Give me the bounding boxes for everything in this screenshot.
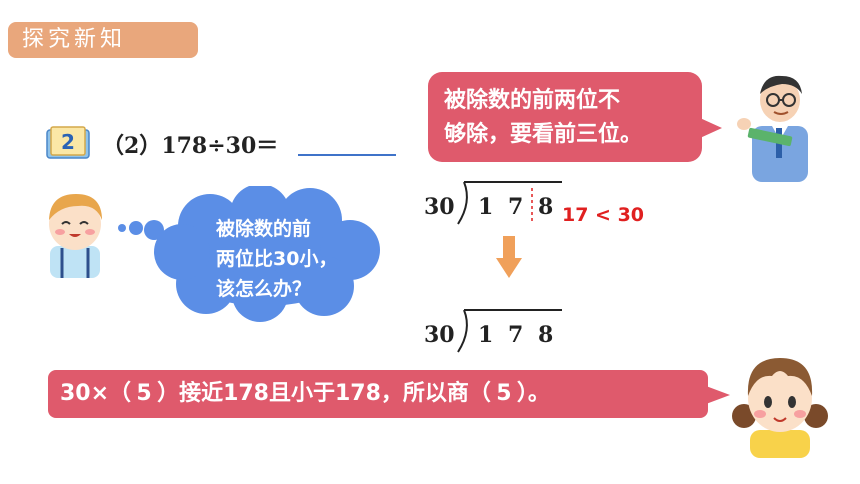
cloud-line3: 该怎么办？ (216, 278, 312, 300)
cloud-text: 被除数的前 两位比30小， 该怎么办？ (216, 214, 337, 304)
down-arrow-icon (496, 236, 522, 278)
division1-digit3: 8 (538, 194, 554, 220)
division2-bracket (457, 309, 562, 353)
division1-bracket (457, 181, 562, 225)
answer-blank-1[interactable]: 5 (136, 381, 152, 406)
division1-digit2: 7 (508, 194, 524, 220)
answer-blank-2[interactable]: 5 (496, 381, 512, 406)
question-text: （2）178÷30＝ (102, 128, 278, 160)
teacher-speech-bubble: 被除数的前两位不 够除，要看前三位。 (428, 72, 702, 162)
section-tag: 探究新知 (8, 22, 198, 58)
conclusion-bar: 30×（5）接近178且小于178，所以商（5）。 (48, 370, 708, 418)
answer-blank[interactable] (298, 154, 396, 156)
comparison-text: 17 < 30 (562, 204, 645, 226)
conclusion-prefix: 30×（ (60, 381, 132, 406)
division2-digit1: 1 (478, 322, 494, 348)
teacher-bubble-line2: 够除，要看前三位。 (444, 122, 643, 147)
cloud-line2: 两位比30小， (216, 248, 338, 270)
question-label: （2） (102, 133, 162, 159)
division1-digit1: 1 (478, 194, 494, 220)
teacher-bubble-line1: 被除数的前两位不 (444, 88, 621, 113)
girl-avatar (732, 358, 828, 458)
conclusion-middle: ）接近178且小于178，所以商（ (157, 381, 491, 406)
thought-cloud (118, 186, 380, 322)
teacher-avatar (737, 75, 808, 182)
teacher-bubble-tail (700, 118, 722, 138)
division1-divisor: 30 (424, 194, 455, 220)
conclusion-bar-tail (706, 386, 730, 404)
book-number-icon: 2 (46, 126, 90, 159)
cloud-line1: 被除数的前 (216, 218, 312, 240)
question-badge-number: 2 (61, 130, 75, 154)
division2-divisor: 30 (424, 322, 455, 348)
boy-avatar (49, 194, 102, 278)
division2-digit2: 7 (508, 322, 524, 348)
question-expression: 178÷30＝ (161, 133, 279, 159)
conclusion-suffix: ）。 (516, 381, 550, 406)
division2-digit3: 8 (538, 322, 554, 348)
